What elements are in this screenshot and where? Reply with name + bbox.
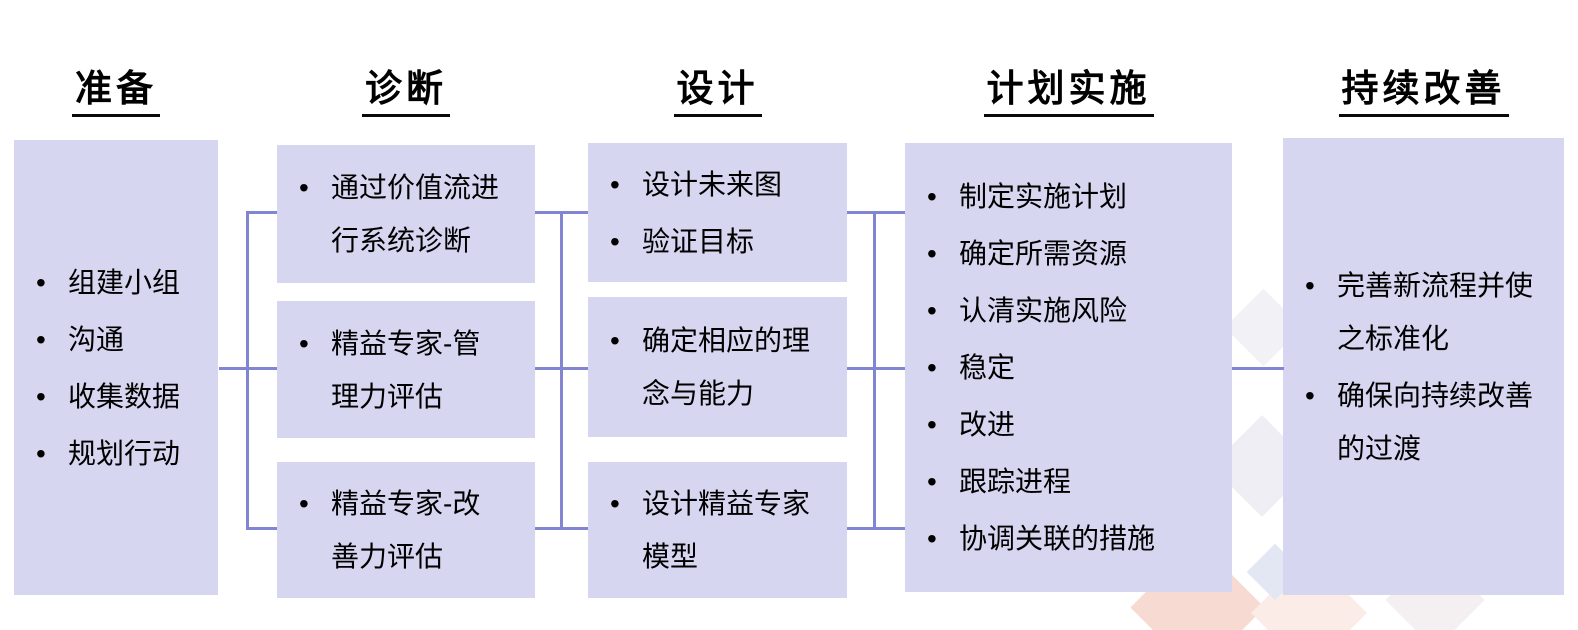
list-item-text: 组建小组 (68, 266, 181, 298)
column-title-text: 持续改善 (1338, 68, 1509, 117)
bullet-icon: • (610, 325, 620, 356)
list-item-text: 沟通 (68, 323, 125, 355)
list-item-text: 跟踪进程 (959, 466, 1072, 497)
bullet-icon: • (299, 172, 309, 203)
list-item-text: 设计未来图 (642, 168, 783, 200)
list-item-text: 稳定 (959, 352, 1016, 383)
design-box-3: • 设计精益专家模型 (588, 462, 847, 598)
column-title-plan-implementation: 计划实施 (905, 66, 1232, 117)
bullet-icon: • (927, 409, 937, 440)
bullet-icon: • (610, 488, 620, 519)
list-item-text: 完善新流程并使之标准化 (1337, 269, 1534, 354)
bullet-icon: • (610, 168, 620, 200)
connector-col2-col3-top (535, 211, 588, 214)
column-title-continuous-improvement: 持续改善 (1283, 66, 1564, 117)
list-item-text: 设计精益专家模型 (642, 488, 811, 572)
list-item-text: 制定实施计划 (959, 181, 1128, 212)
list-item: • 设计未来图 (588, 158, 847, 211)
column-title-diagnosis: 诊断 (277, 66, 535, 117)
bullet-icon: • (36, 437, 46, 469)
design-box-2: • 确定相应的理念与能力 (588, 297, 847, 437)
column-title-text: 计划实施 (983, 68, 1154, 117)
bullet-icon: • (36, 380, 46, 412)
list-item-text: 改进 (959, 409, 1016, 440)
list-item: • 确定所需资源 (905, 227, 1232, 280)
bullet-icon: • (299, 327, 309, 359)
bullet-icon: • (927, 523, 937, 554)
connector-col3-col4-top (847, 211, 905, 214)
list-item-text: 协调关联的措施 (959, 523, 1156, 554)
preparation-box: • 组建小组 • 沟通 • 收集数据 • 规划行动 (14, 140, 218, 595)
connector-col3-col4-vertical (873, 211, 876, 530)
plan-implementation-box: • 制定实施计划 • 确定所需资源 • 认清实施风险 • 稳定 • 改进 • 跟… (905, 143, 1232, 592)
list-item-text: 收集数据 (68, 380, 181, 412)
connector-col1-col2-vertical (246, 211, 249, 530)
list-item: • 规划行动 (14, 427, 218, 480)
design-box-1: • 设计未来图 • 验证目标 (588, 143, 847, 282)
list-item-text: 确保向持续改善的过渡 (1337, 379, 1534, 464)
connector-col1-col2-top-stub (246, 211, 277, 214)
list-item: • 确定相应的理念与能力 (588, 314, 847, 420)
bullet-icon: • (299, 488, 309, 519)
bullet-icon: • (36, 323, 46, 355)
continuous-improvement-box: • 完善新流程并使之标准化 • 确保向持续改善的过渡 (1283, 138, 1564, 595)
list-item-text: 精益专家-管理力评估 (331, 327, 481, 412)
list-item-text: 验证目标 (642, 225, 755, 257)
connector-col3-col4-middle (847, 367, 905, 370)
bullet-icon: • (1305, 269, 1315, 301)
column-title-design: 设计 (588, 66, 847, 117)
list-item: • 认清实施风险 (905, 284, 1232, 337)
list-item: • 通过价值流进行系统诊断 (277, 161, 535, 267)
list-item: • 完善新流程并使之标准化 (1283, 259, 1564, 365)
list-item: • 收集数据 (14, 370, 218, 423)
diagnosis-box-2: • 精益专家-管理力评估 (277, 301, 535, 438)
list-item-text: 通过价值流进行系统诊断 (331, 172, 500, 256)
list-item-text: 确定所需资源 (959, 238, 1128, 269)
diagnosis-box-1: • 通过价值流进行系统诊断 (277, 145, 535, 283)
list-item: • 制定实施计划 (905, 170, 1232, 223)
list-item: • 协调关联的措施 (905, 512, 1232, 565)
connector-col2-col3-vertical (560, 211, 563, 530)
list-item: • 设计精益专家模型 (588, 477, 847, 583)
list-item: • 组建小组 (14, 256, 218, 309)
column-title-text: 准备 (72, 68, 160, 117)
list-item-text: 认清实施风险 (959, 295, 1128, 326)
bullet-icon: • (927, 352, 937, 383)
connector-col2-col3-bottom (535, 527, 588, 530)
list-item-text: 确定相应的理念与能力 (642, 325, 811, 409)
connector-col2-col3-middle (535, 367, 588, 370)
column-title-text: 设计 (673, 68, 762, 117)
bullet-icon: • (1305, 379, 1315, 411)
connector-col1-col2-bottom-stub (246, 527, 277, 530)
list-item: • 精益专家-管理力评估 (277, 317, 535, 423)
bullet-icon: • (927, 466, 937, 497)
list-item: • 稳定 (905, 341, 1232, 394)
diagnosis-box-3: • 精益专家-改善力评估 (277, 462, 535, 598)
list-item-text: 规划行动 (68, 437, 181, 469)
list-item: • 确保向持续改善的过渡 (1283, 369, 1564, 475)
list-item: • 改进 (905, 398, 1232, 451)
connector-col3-col4-bottom (847, 527, 905, 530)
list-item: • 跟踪进程 (905, 455, 1232, 508)
connector-col4-col5 (1232, 367, 1284, 370)
list-item: • 沟通 (14, 313, 218, 366)
bullet-icon: • (36, 266, 46, 298)
column-title-preparation: 准备 (14, 66, 218, 117)
list-item-text: 精益专家-改善力评估 (331, 488, 481, 572)
bullet-icon: • (927, 181, 937, 212)
bullet-icon: • (927, 238, 937, 269)
list-item: • 精益专家-改善力评估 (277, 477, 535, 583)
bullet-icon: • (927, 295, 937, 326)
bullet-icon: • (610, 225, 620, 257)
list-item: • 验证目标 (588, 215, 847, 268)
column-title-text: 诊断 (362, 68, 450, 117)
